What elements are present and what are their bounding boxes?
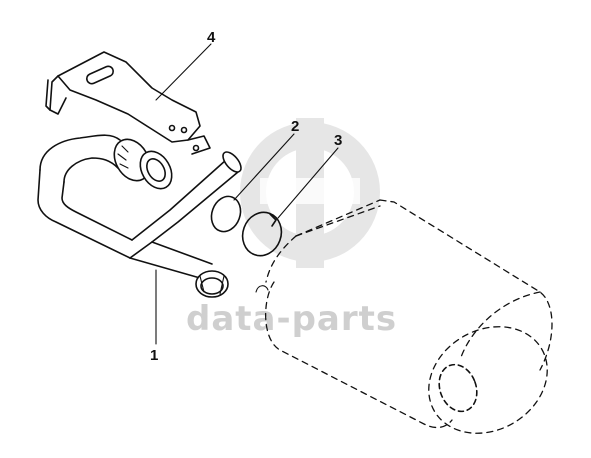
leader-line-4 — [155, 43, 212, 101]
watermark-text: data-parts — [186, 299, 397, 339]
leader-line-2 — [233, 133, 295, 201]
callout-3: 3 — [334, 132, 342, 149]
part-3-clamp — [241, 211, 283, 257]
callout-2: 2 — [291, 118, 299, 135]
muffler-outline — [255, 199, 553, 434]
leader-line-3 — [277, 147, 339, 219]
watermark-logo — [240, 118, 380, 268]
part-2-gasket — [210, 195, 242, 233]
callout-4: 4 — [207, 29, 216, 46]
part-1-exhaust-pipe — [37, 134, 242, 298]
callout-1: 1 — [150, 347, 158, 364]
part-4-bracket — [45, 51, 211, 155]
